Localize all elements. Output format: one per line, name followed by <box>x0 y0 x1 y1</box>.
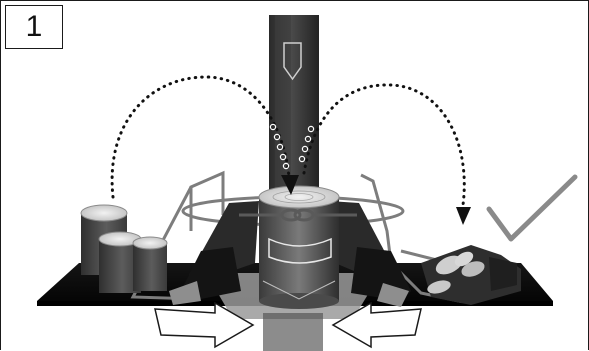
central-log <box>259 186 339 309</box>
arrowhead-down-right <box>456 207 471 225</box>
press-column <box>269 15 319 195</box>
checkmark-icon <box>489 177 575 239</box>
dotted-path-left <box>112 77 289 197</box>
dotted-path-right <box>304 85 464 205</box>
